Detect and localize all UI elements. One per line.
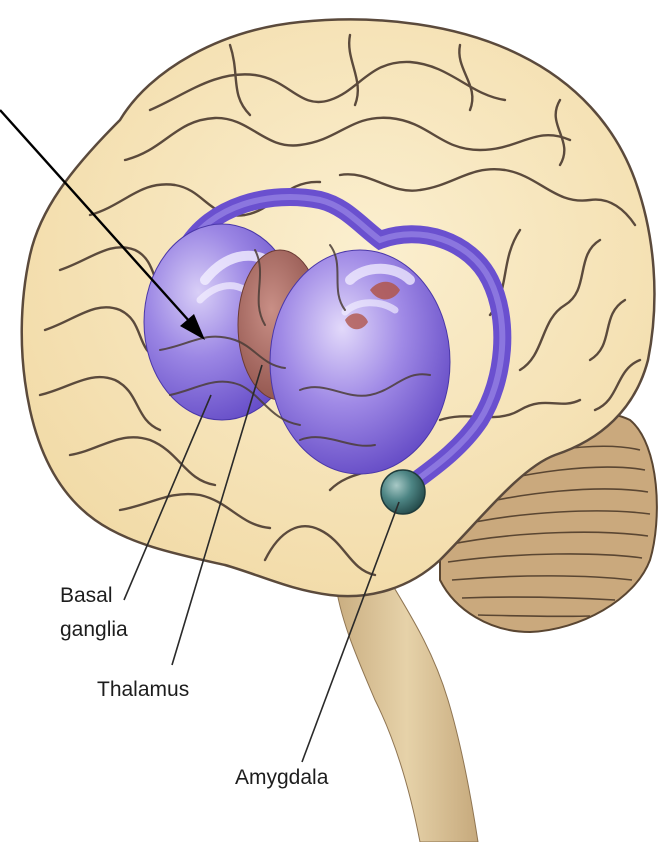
basal-ganglia-label-line2: ganglia <box>60 618 128 642</box>
basal-ganglia-label-line1: Basal <box>60 584 113 608</box>
amygdala-label: Amygdala <box>235 766 328 790</box>
amygdala <box>381 470 425 514</box>
thalamus-label: Thalamus <box>97 678 189 702</box>
basal-ganglia-right <box>270 250 450 474</box>
